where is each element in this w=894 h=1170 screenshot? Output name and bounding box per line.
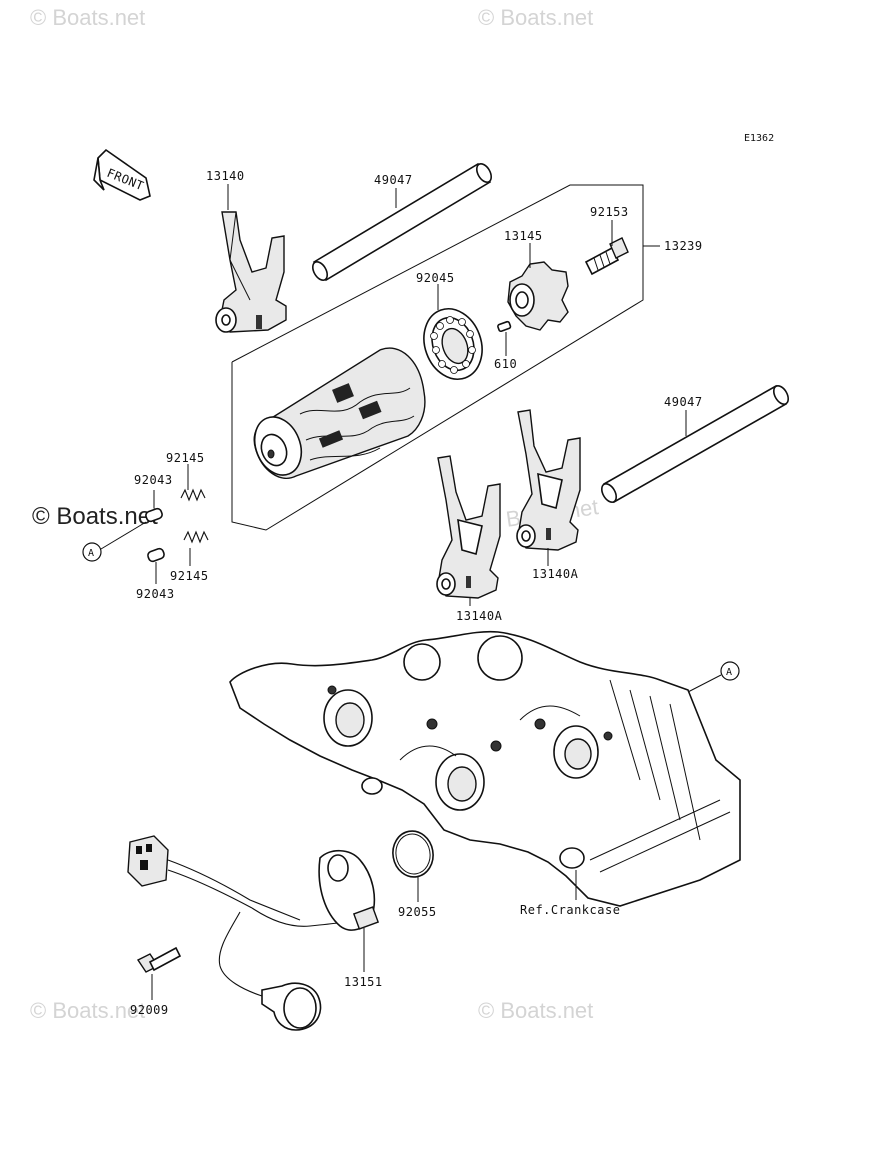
label-pin-lower: 92043 bbox=[136, 587, 175, 601]
shift-drum bbox=[253, 347, 426, 479]
crankcase bbox=[229, 630, 741, 907]
label-pin-upper: 92043 bbox=[134, 473, 173, 487]
label-drum-assy: 13239 bbox=[664, 239, 703, 253]
label-pin-holder: 13145 bbox=[504, 229, 543, 243]
bearing bbox=[423, 308, 483, 380]
label-pin: 610 bbox=[494, 357, 517, 371]
pin-holder bbox=[507, 261, 569, 331]
diagram-code: E1362 bbox=[744, 133, 774, 144]
ref-marker-right: A bbox=[687, 661, 740, 693]
label-sensor: 13151 bbox=[344, 975, 383, 989]
label-sensor-bolt: 92009 bbox=[130, 1003, 169, 1017]
pin-upper bbox=[145, 507, 163, 523]
o-ring bbox=[392, 830, 434, 878]
front-arrow-icon: FRONT bbox=[93, 148, 151, 201]
label-crankcase: Ref.Crankcase bbox=[520, 903, 620, 917]
watermark-bottom-right: © Boats.net bbox=[478, 998, 593, 1023]
ref-marker-right-label: A bbox=[726, 667, 732, 678]
label-bearing: 92045 bbox=[416, 271, 455, 285]
bolt bbox=[584, 237, 629, 276]
label-fork-center: 13140A bbox=[456, 609, 503, 623]
shift-fork-center bbox=[436, 455, 501, 599]
shift-shaft-top bbox=[311, 162, 493, 282]
watermark-top-left: © Boats.net bbox=[30, 5, 145, 30]
shift-fork-right bbox=[516, 409, 581, 551]
label-fork-right: 13140A bbox=[532, 567, 579, 581]
spring-lower bbox=[183, 530, 209, 544]
pin-lower bbox=[147, 547, 165, 563]
label-shaft-right: 49047 bbox=[664, 395, 703, 409]
watermark-top-right: © Boats.net bbox=[478, 5, 593, 30]
watermark-bottom-left: © Boats.net bbox=[30, 998, 145, 1023]
label-spring-upper: 92145 bbox=[166, 451, 205, 465]
label-o-ring: 92055 bbox=[398, 905, 437, 919]
pin bbox=[497, 320, 512, 333]
label-spring-lower: 92145 bbox=[170, 569, 209, 583]
ref-marker-left-label: A bbox=[88, 548, 94, 559]
shift-shaft-right bbox=[600, 384, 790, 504]
watermark-mid-left: © Boats.net bbox=[32, 503, 158, 530]
label-fork-left: 13140 bbox=[206, 169, 245, 183]
shift-fork-left bbox=[215, 211, 287, 333]
part-labels: 13140 49047 92153 13239 13145 92045 610 … bbox=[130, 169, 703, 1017]
sensor-bolt bbox=[136, 946, 182, 973]
leader-lines bbox=[151, 184, 687, 1000]
drum-assy-bracket bbox=[231, 184, 660, 531]
label-bolt: 92153 bbox=[590, 205, 629, 219]
spring-upper bbox=[180, 488, 206, 502]
gear-position-sensor bbox=[127, 835, 380, 1031]
ref-marker-left: A bbox=[82, 521, 147, 562]
label-shaft-top: 49047 bbox=[374, 173, 413, 187]
